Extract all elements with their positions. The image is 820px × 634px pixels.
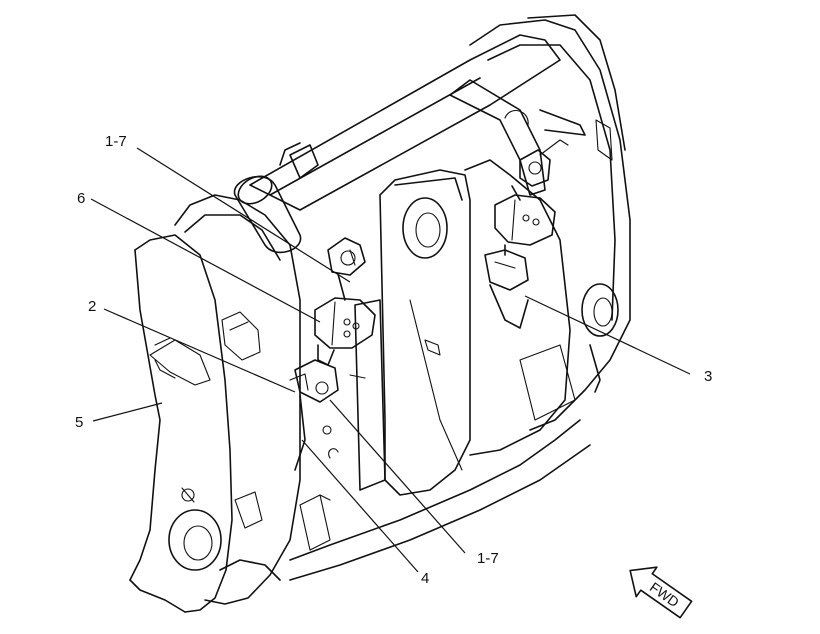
leader-1-7-bottom — [329, 399, 466, 554]
callout-5: 5 — [75, 414, 83, 431]
callout-1-7-top: 1-7 — [105, 133, 127, 150]
leader-2 — [103, 308, 296, 393]
left-linkage — [289, 237, 376, 471]
leader-4 — [301, 439, 419, 573]
right-linkage — [484, 139, 569, 329]
forward-arrow-icon: FWD — [629, 566, 693, 619]
callout-2: 2 — [88, 298, 96, 315]
leader-1-7-top — [136, 147, 351, 283]
leader-5 — [92, 402, 163, 422]
leader-lines — [90, 147, 691, 573]
callout-4: 4 — [421, 570, 429, 587]
callout-3: 3 — [704, 368, 712, 385]
callout-1-7-bottom: 1-7 — [477, 550, 499, 567]
callout-labels: 1-7 6 2 5 4 1-7 3 — [75, 133, 712, 587]
leader-3 — [524, 295, 691, 375]
leader-6 — [90, 198, 321, 323]
callout-6: 6 — [77, 190, 85, 207]
frame-assembly — [129, 14, 631, 613]
